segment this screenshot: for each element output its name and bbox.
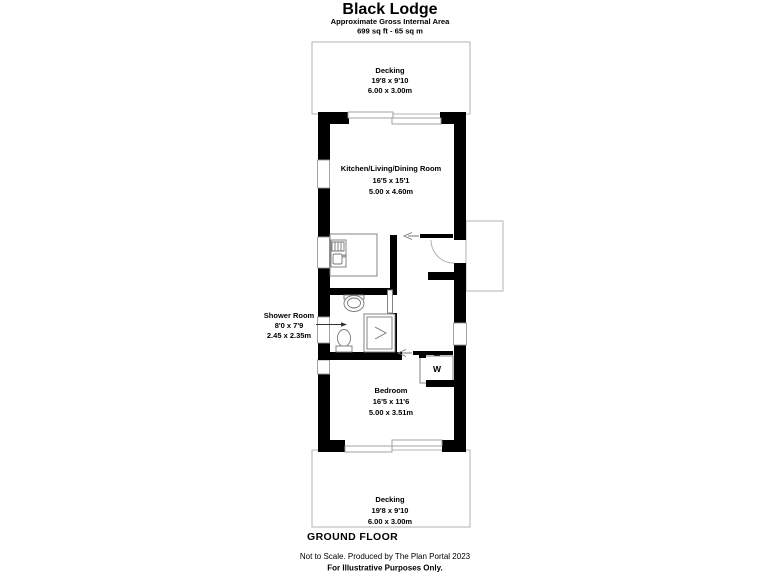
bedroom-name: Bedroom (375, 386, 408, 395)
wardrobe-label: W (433, 364, 442, 374)
disclaimer-text: Not to Scale. Produced by The Plan Porta… (300, 552, 471, 561)
patio-door-top-right-panel (391, 117, 442, 125)
wall-bottom-right (442, 440, 466, 452)
entrance-door (430, 239, 455, 264)
kitchen-metric: 5.00 x 4.60m (369, 187, 414, 196)
window-hall-right (453, 322, 467, 346)
shower-leader-arrow (341, 322, 347, 327)
patio-door-bottom-right-panel (391, 439, 443, 447)
patio-door-top-left-panel (347, 111, 394, 119)
wardrobe: W (419, 352, 454, 387)
wardrobe-outline (419, 355, 454, 384)
wall-right-2 (454, 263, 466, 323)
decking-top: Decking 19'8 x 9'10 6.00 x 3.00m (311, 41, 471, 115)
page-title: Black Lodge (342, 1, 437, 18)
area-value: 699 sq ft - 65 sq m (357, 27, 423, 36)
decking-bottom-imperial: 19'8 x 9'10 (372, 506, 409, 515)
window-shower (317, 316, 330, 344)
shower-fixtures (335, 294, 396, 353)
bedroom-imperial: 16'5 x 11'6 (373, 397, 410, 406)
floor-label: GROUND FLOOR (307, 531, 398, 543)
plan-header: Black Lodge Approximate Gross Internal A… (331, 1, 450, 36)
decking-bottom-metric: 6.00 x 3.00m (368, 517, 413, 526)
shower-door-leaf (387, 289, 393, 314)
kitchen-imperial: 16'5 x 15'1 (373, 176, 410, 185)
shower-imperial: 8'0 x 7'9 (275, 321, 304, 330)
wardrobe-corner (419, 352, 426, 358)
hall-kitchen-door (402, 232, 453, 240)
entrance-door-arc (430, 239, 455, 264)
windows (317, 159, 467, 375)
hall-bedroom-door-leaf (413, 351, 453, 355)
window-bedroom-left (317, 359, 330, 375)
toilet-cistern (335, 345, 353, 353)
entry-arrow-icon (402, 232, 419, 240)
wall-left-3 (318, 268, 330, 317)
window-kitchen-sink (317, 236, 330, 269)
decking-bottom: Decking 19'8 x 9'10 6.00 x 3.00m (311, 449, 471, 528)
wall-left-2 (318, 188, 330, 237)
area-subtitle: Approximate Gross Internal Area (331, 17, 450, 26)
wall-kitchen-shower (330, 288, 390, 295)
wall-left-1 (318, 112, 330, 160)
sink-tap (342, 254, 346, 258)
wall-left-5 (318, 374, 330, 452)
decking-top-metric: 6.00 x 3.00m (368, 86, 413, 95)
basin-bowl (347, 297, 361, 309)
decking-top-outline (311, 41, 471, 115)
plan-footer: GROUND FLOOR Not to Scale. Produced by T… (300, 531, 471, 573)
sink-bowl (332, 253, 343, 265)
wall-right-3 (454, 345, 466, 452)
wall-bottom-left (318, 440, 345, 452)
sink-drainer (331, 241, 345, 252)
shower-arrow-icon (374, 326, 387, 340)
decking-bottom-name: Decking (375, 495, 405, 504)
entrance-porch-outline (465, 220, 504, 292)
decking-top-name: Decking (375, 66, 405, 75)
kitchen-name: Kitchen/Living/Dining Room (341, 164, 442, 173)
wardrobe-wall (426, 380, 454, 387)
decking-top-imperial: 19'8 x 9'10 (372, 76, 409, 85)
bedroom-metric: 5.00 x 3.51m (369, 408, 414, 417)
patio-door-bottom-left-panel (344, 445, 393, 453)
wall-kitchen-hall (390, 235, 397, 295)
wall-shower-bedroom (318, 352, 402, 360)
purpose-text: For Illustrative Purposes Only. (327, 564, 442, 573)
room-labels: Kitchen/Living/Dining Room 16'5 x 15'1 5… (264, 164, 442, 417)
glazed-doors (344, 111, 443, 453)
kitchen-fixtures (329, 233, 378, 277)
wall-right-1 (454, 112, 466, 240)
decking-bottom-outline (311, 449, 471, 528)
shower-name: Shower Room (264, 311, 315, 320)
entry-arrow-icon (396, 349, 412, 357)
toilet-bowl (337, 329, 351, 347)
shower-metric: 2.45 x 2.35m (267, 331, 312, 340)
window-kitchen-left (317, 159, 330, 189)
shower-enclosure (363, 313, 396, 353)
hall-kitchen-door-leaf (420, 234, 453, 238)
wall-entrance-recess (428, 272, 454, 280)
shower-tray (366, 316, 393, 350)
